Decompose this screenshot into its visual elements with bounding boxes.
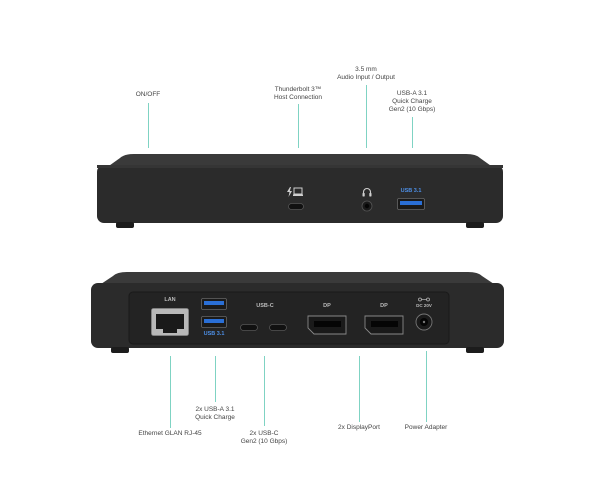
thunderbolt-laptop-icon	[287, 187, 303, 197]
dc-power-label: DC 20V	[416, 303, 432, 308]
label-usbc: 2x USB-C Gen2 (10 Gbps)	[240, 430, 288, 445]
usbc-port-label: USB-C	[256, 303, 274, 309]
leader-line-front-usba	[412, 117, 413, 148]
dock-front-view: USB 3.1	[90, 150, 510, 235]
back-usb31-port-label: USB 3.1	[203, 331, 225, 337]
label-back-usba: 2x USB-A 3.1 Quick Charge	[195, 406, 235, 421]
headphone-icon	[362, 187, 372, 197]
displayport-1	[307, 315, 347, 335]
label-audio-io: 3.5 mm Audio Input / Output	[337, 66, 395, 81]
front-usb31-port-label: USB 3.1	[400, 188, 422, 194]
displayport-2	[364, 315, 404, 335]
label-front-usba: USB-A 3.1 Quick Charge Gen2 (10 Gbps)	[388, 90, 436, 113]
leader-line-usbc	[264, 356, 265, 426]
leader-line-back-usba	[215, 356, 216, 402]
dc-polarity-icon	[418, 297, 430, 302]
displayport-1-label: DP	[323, 303, 331, 309]
leader-line-on-off	[148, 103, 149, 148]
dc-power-jack	[415, 313, 433, 331]
label-power-adapter: Power Adapter	[404, 424, 448, 431]
ethernet-rj45-port	[151, 308, 189, 336]
audio-jack-port	[361, 200, 373, 212]
leader-line-ethernet	[170, 356, 171, 428]
leader-line-displayport	[359, 356, 360, 422]
dock-back-body	[91, 272, 504, 353]
thunderbolt-port	[288, 203, 304, 210]
usbc-port-2	[269, 324, 287, 331]
front-usba-port	[397, 198, 425, 210]
leader-line-power	[426, 351, 427, 422]
label-thunderbolt-host: Thunderbolt 3™ Host Connection	[273, 86, 323, 101]
back-usba-port-bottom	[201, 316, 227, 328]
back-usba-port-top	[201, 298, 227, 310]
lan-port-label: LAN	[164, 297, 176, 303]
label-displayport: 2x DisplayPort	[338, 424, 380, 431]
label-ethernet: Ethernet GLAN RJ-45	[138, 430, 202, 437]
leader-line-thunderbolt	[298, 104, 299, 148]
displayport-2-label: DP	[380, 303, 388, 309]
label-on-off: ON/OFF	[135, 91, 161, 98]
leader-line-audio	[366, 85, 367, 148]
dock-back-view: LAN USB 3.1 USB-C DP DP DC 20V	[85, 268, 510, 358]
usbc-port-1	[240, 324, 258, 331]
